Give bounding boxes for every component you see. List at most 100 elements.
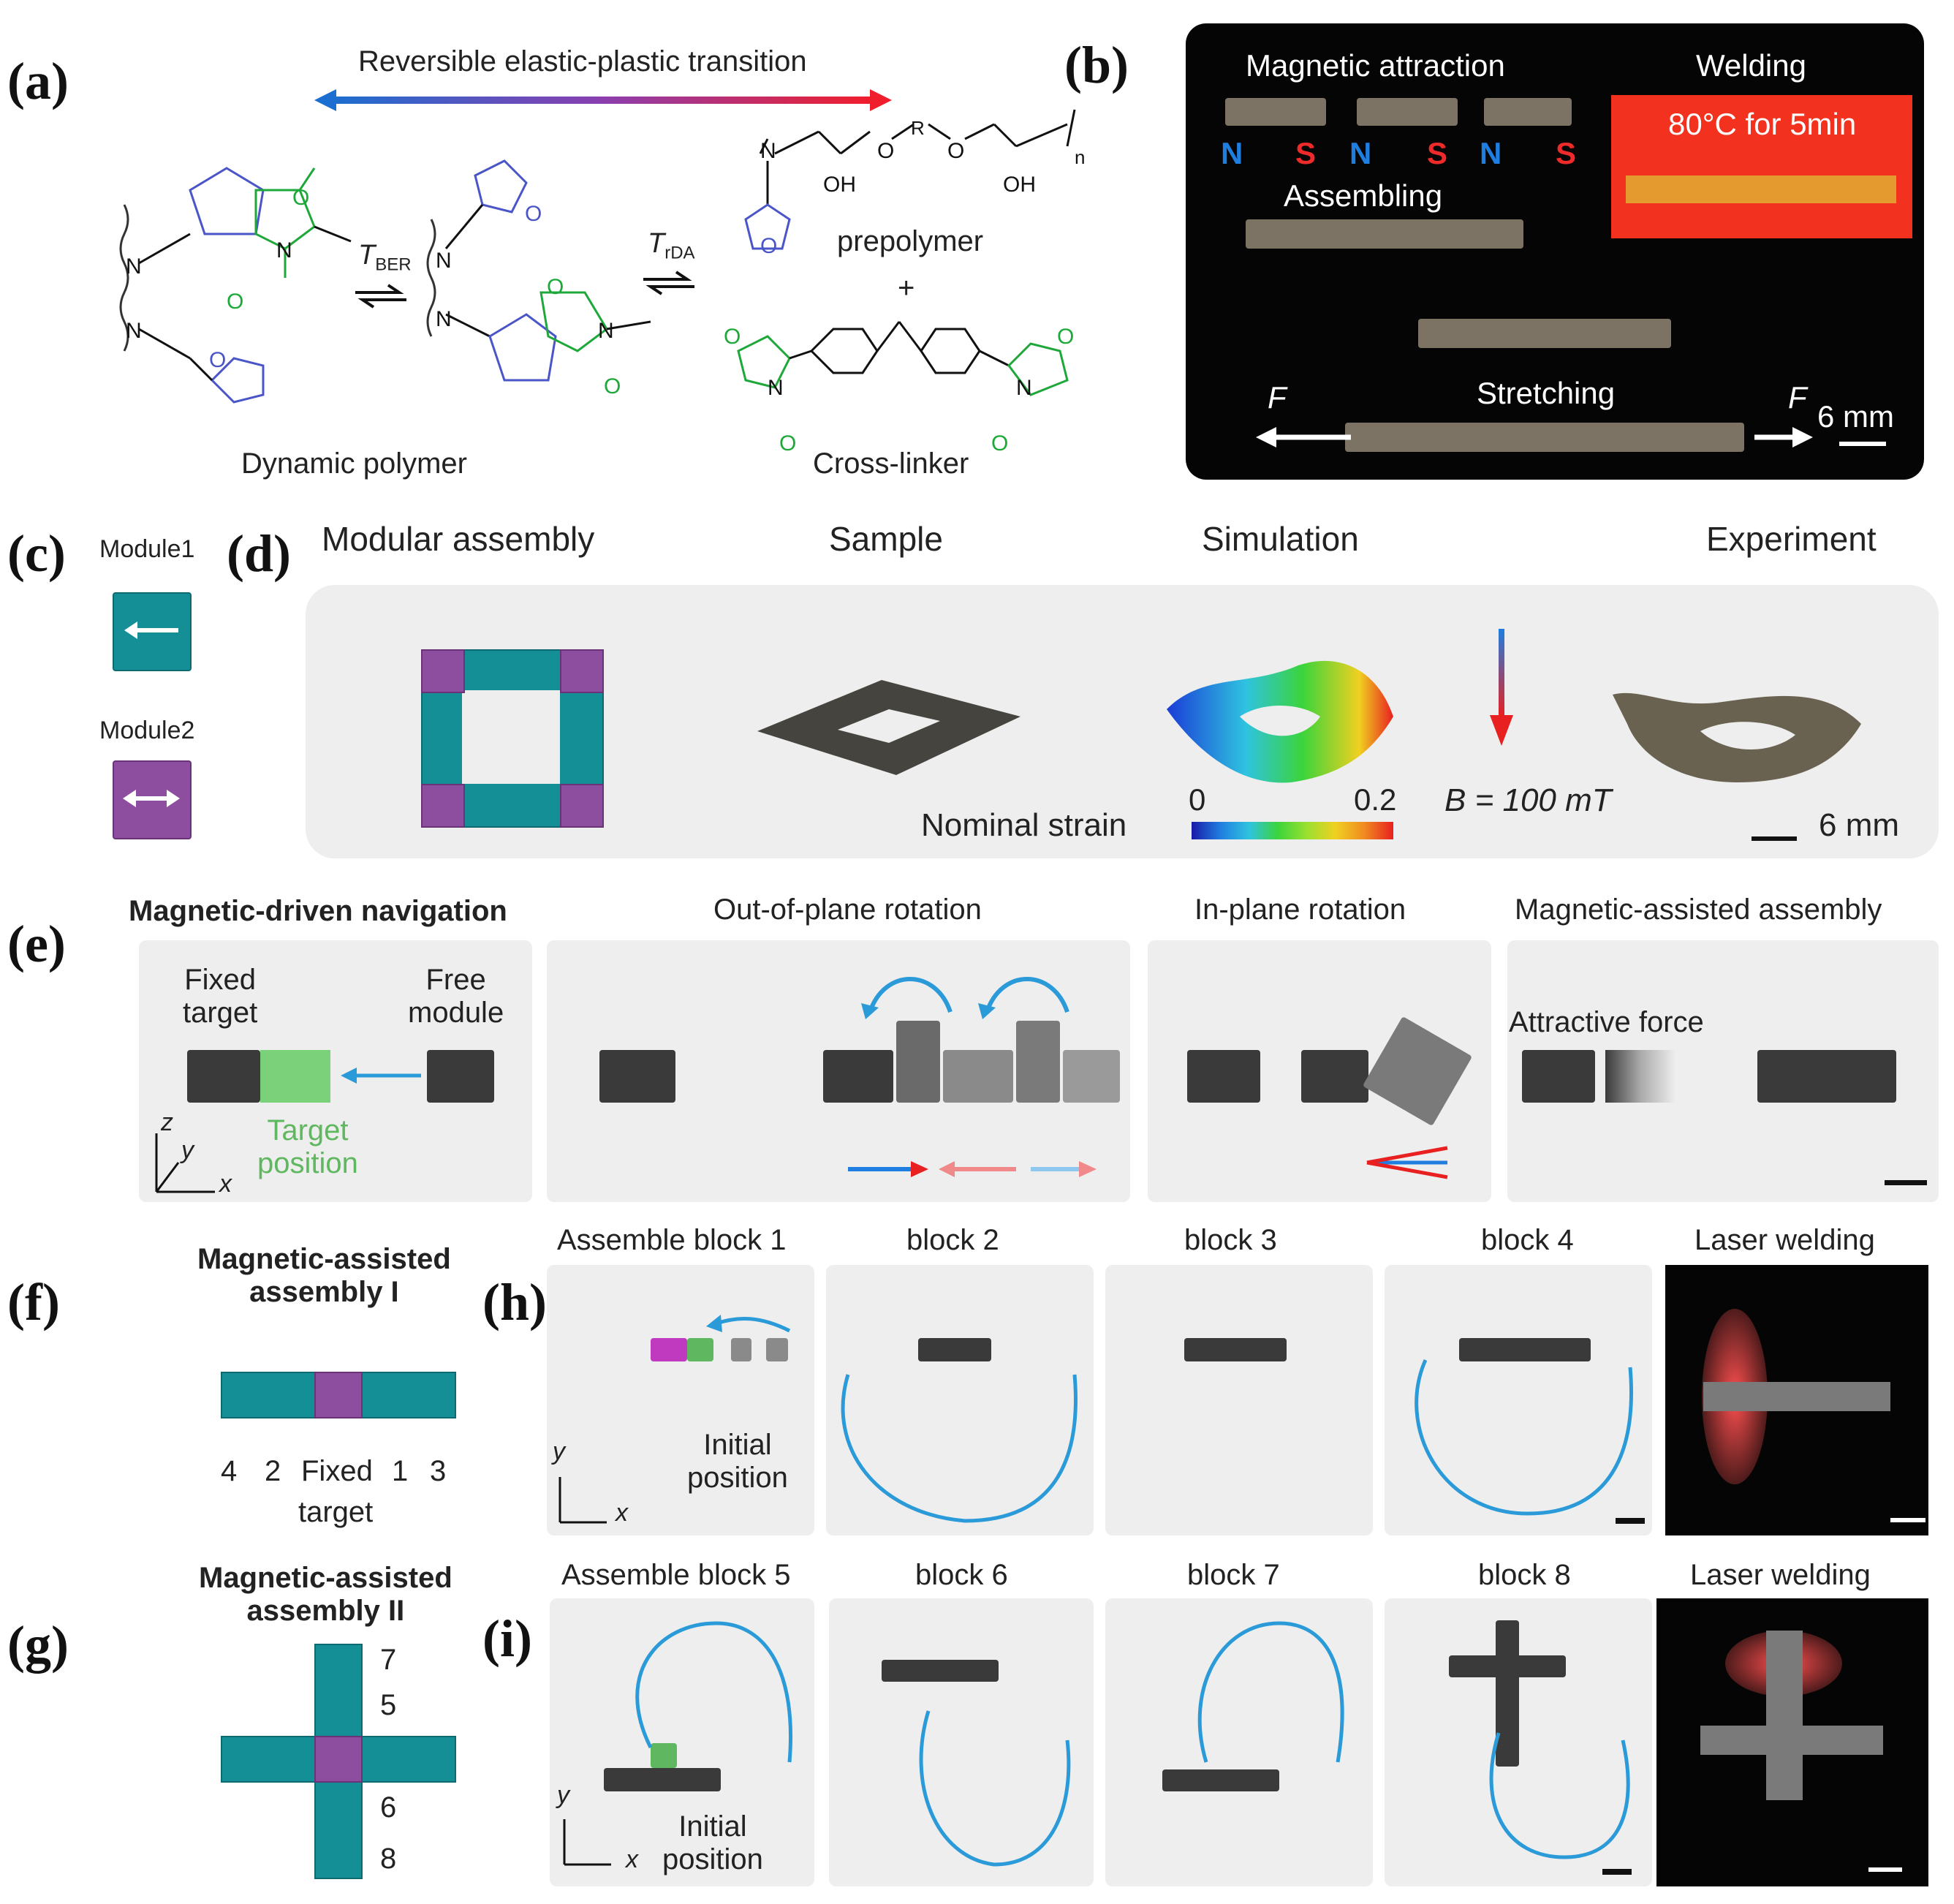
xy-axes <box>563 1819 611 1866</box>
module-block <box>1301 1050 1368 1103</box>
module-block <box>943 1050 1013 1103</box>
welding-condition: 80°C for 5min <box>1668 107 1857 141</box>
step-label: Laser welding <box>1694 1224 1875 1256</box>
step-label: block 2 <box>906 1224 999 1256</box>
pole-N: N <box>1480 136 1502 170</box>
axis-x: x <box>219 1170 232 1198</box>
free-module-block <box>427 1050 494 1103</box>
fixed-target-module <box>314 1372 363 1418</box>
pole-S: S <box>1427 136 1448 170</box>
fixed-module <box>651 1338 687 1361</box>
atom-N: N <box>768 376 784 400</box>
simulation-contour-image <box>1167 660 1393 783</box>
hydroxyl-OH: OH <box>1003 173 1036 197</box>
scale-bar-label: 6 mm <box>1819 807 1899 843</box>
scale-bar <box>1752 836 1797 841</box>
fixed-target-block <box>187 1050 260 1103</box>
module-block <box>1522 1050 1595 1103</box>
navigation-title: Magnetic-driven navigation <box>129 895 507 927</box>
pole-N: N <box>1221 136 1243 170</box>
free-module <box>766 1338 788 1361</box>
atom-O: O <box>547 275 564 299</box>
assembled-row <box>1184 1338 1287 1361</box>
atom-O: O <box>947 139 965 163</box>
axis-x: x <box>626 1846 638 1873</box>
magnet-strip <box>1357 98 1458 126</box>
plus-sign: + <box>898 272 915 304</box>
panel-label-b: (b) <box>1064 36 1129 94</box>
assembled-row <box>604 1768 721 1791</box>
atom-O: O <box>991 431 1009 456</box>
atom-N: N <box>126 254 142 279</box>
t-rda-subscript: rDA <box>664 243 695 263</box>
step-subpanel <box>550 1598 814 1886</box>
target-position-zone <box>260 1050 330 1103</box>
module-block <box>823 1050 893 1103</box>
rotating-module <box>896 1021 940 1103</box>
dynamic-polymer-label: Dynamic polymer <box>241 447 467 480</box>
scale-bar <box>1839 442 1886 446</box>
repeat-n: n <box>1075 146 1086 168</box>
block-label: 5 <box>380 1689 397 1721</box>
nominal-strain-label: Nominal strain <box>921 807 1127 843</box>
force-arrow-right <box>1754 427 1813 447</box>
experiment-label: Experiment <box>1706 520 1877 558</box>
assembled-cross <box>882 1660 999 1682</box>
panel-label-d: (d) <box>227 524 291 583</box>
step-subpanel <box>1105 1265 1373 1535</box>
rotating-module <box>1016 1021 1060 1103</box>
experiment-deformed-image <box>1613 692 1861 782</box>
panel-label-g: (g) <box>7 1615 69 1674</box>
field-strength-label: B = 100 mT <box>1444 782 1612 818</box>
magnetic-assembly-title: Magnetic-assisted assembly <box>1515 894 1882 926</box>
assembled-row <box>1459 1338 1591 1361</box>
scale-bar <box>1602 1869 1632 1875</box>
block-label: 4 <box>221 1455 238 1487</box>
welding-photo-panel <box>1186 23 1924 480</box>
circular-path-arrow <box>635 1621 792 1763</box>
sample-label: Sample <box>829 520 943 558</box>
target-module <box>651 1743 677 1768</box>
atom-O: O <box>760 234 778 258</box>
panel-label-c: (c) <box>7 524 66 583</box>
t-ber-subscript: BER <box>375 254 412 275</box>
rotation-arrows <box>861 977 1069 1019</box>
step-label: block 4 <box>1481 1224 1574 1256</box>
force-label-right: F <box>1788 380 1807 415</box>
assembled-pair <box>1757 1050 1896 1103</box>
strip-on-clamps <box>1418 319 1671 348</box>
step-label: block 6 <box>915 1559 1008 1591</box>
initial-position-label: Initial position <box>687 1429 788 1494</box>
welding-label: Welding <box>1696 48 1806 83</box>
atom-O: O <box>227 290 244 314</box>
assembled-row <box>918 1338 991 1361</box>
module2-label: Module2 <box>99 717 195 744</box>
block-label: 1 <box>392 1455 409 1487</box>
force-arrow-left <box>1256 427 1351 447</box>
crosslinker-structure <box>737 321 1069 396</box>
equilibrium-arrows <box>355 284 406 309</box>
module1-label: Module1 <box>99 535 195 563</box>
double-arrow-icon <box>123 790 180 807</box>
free-module-label: Free module <box>408 964 504 1029</box>
strain-min-label: 0 <box>1189 782 1206 817</box>
step-label: Assemble block 1 <box>557 1224 787 1256</box>
arrow-left-icon <box>124 622 178 639</box>
assembling-label: Assembling <box>1284 178 1443 213</box>
atom-O: O <box>209 348 227 372</box>
equilibrium-arrows <box>643 271 694 295</box>
step-subpanel <box>1105 1598 1373 1886</box>
block-label: 7 <box>380 1644 397 1676</box>
atom-N: N <box>760 139 776 163</box>
initial-position-label: Initial position <box>662 1810 763 1875</box>
panel-label-i: (i) <box>482 1609 532 1668</box>
in-plane-field-arrows <box>1366 1146 1448 1179</box>
atom-R: R <box>911 117 925 139</box>
atom-N: N <box>126 319 142 343</box>
modular-assembly-label: Modular assembly <box>322 520 595 558</box>
pole-S: S <box>1556 136 1577 170</box>
magnet-strip <box>1225 98 1326 126</box>
t-ber-symbol: T <box>358 240 376 271</box>
step-label: block 7 <box>1187 1559 1280 1591</box>
magnet-strip <box>1484 98 1572 126</box>
